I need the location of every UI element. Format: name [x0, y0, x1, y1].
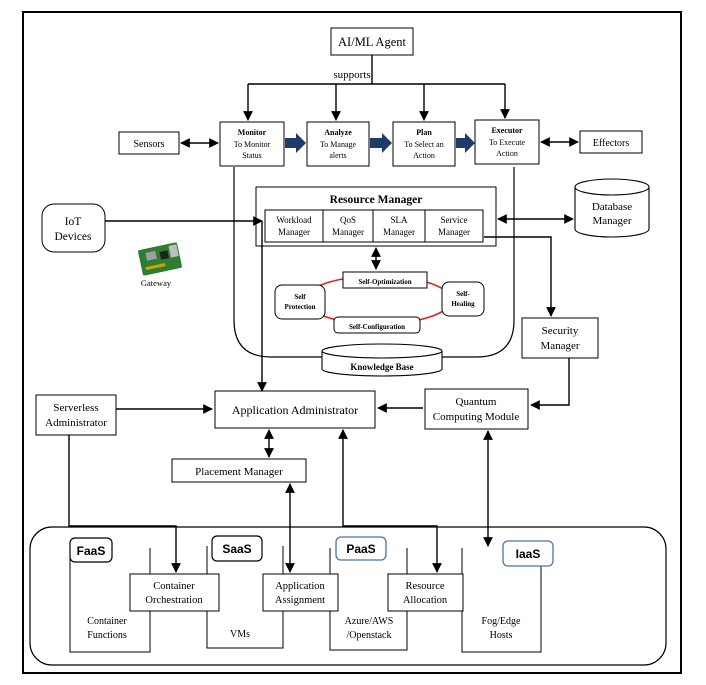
- workload-manager-line2: Manager: [278, 227, 310, 237]
- self-protection: Self Protection: [274, 284, 326, 320]
- database-line2: Manager: [592, 215, 631, 227]
- container-orchestration: Container Orchestration: [129, 573, 220, 612]
- ai-ml-agent-label: AI/ML Agent: [338, 35, 406, 49]
- resource-allocation: Resource Allocation: [387, 573, 464, 612]
- serverless-administrator: Serverless Administrator: [35, 394, 117, 436]
- container-orch-line2: Orchestration: [145, 595, 203, 606]
- container-orch-line1: Container: [153, 581, 195, 592]
- saas-panel: SaaS VMs: [206, 535, 284, 649]
- flow-arrow-analyze-plan: [370, 133, 392, 153]
- self-healing-line2: Healing: [451, 300, 475, 308]
- sensors-label: Sensors: [133, 139, 164, 150]
- security-line1: Security: [542, 325, 579, 337]
- resource-alloc-line2: Allocation: [403, 595, 448, 606]
- application-assignment: Application Assignment: [262, 573, 339, 612]
- flow-arrow-monitor-analyze: [285, 133, 306, 153]
- plan-title: Plan: [416, 128, 432, 137]
- executor-box: Executor To Execute Action: [474, 119, 540, 165]
- workload-manager-line1: Workload: [276, 215, 312, 225]
- monitor-box: Monitor To Monitor Status: [219, 121, 285, 167]
- qos-manager-line1: QoS: [340, 215, 356, 225]
- security-line2: Manager: [540, 340, 579, 352]
- quantum-computing-module: Quantum Computing Module: [424, 388, 529, 430]
- iaas-line2: Hosts: [490, 630, 513, 641]
- effectors-box: Effectors: [579, 130, 643, 154]
- serverless-line2: Administrator: [45, 417, 107, 429]
- service-manager-line2: Manager: [438, 227, 470, 237]
- executor-line2: Action: [496, 149, 518, 158]
- supports-label: supports: [333, 69, 370, 81]
- monitor-line2: Status: [242, 151, 262, 160]
- sla-manager-line2: Manager: [383, 227, 415, 237]
- security-manager: Security Manager: [521, 317, 599, 359]
- knowledge-base: Knowledge Base: [321, 343, 443, 377]
- faas-line1: Container: [87, 616, 127, 627]
- self-protection-line2: Protection: [285, 303, 316, 311]
- monitor-title: Monitor: [238, 128, 267, 137]
- ai-ml-agent: AI/ML Agent: [330, 27, 414, 56]
- resource-manager: Resource Manager Workload Manager QoS Ma…: [255, 186, 497, 247]
- resource-alloc-line1: Resource: [405, 581, 444, 592]
- self-optimization-label: Self-Optimization: [358, 278, 411, 286]
- database-manager: Database Manager: [574, 178, 650, 238]
- iot-line1: IoT: [65, 216, 82, 228]
- outer-frame: [22, 11, 682, 674]
- iot-devices: IoT Devices: [41, 203, 106, 253]
- quantum-line1: Quantum: [456, 396, 497, 408]
- plan-line2: Action: [413, 151, 435, 160]
- paas-tab: PaaS: [346, 542, 375, 556]
- executor-line1: To Execute: [489, 138, 526, 147]
- app-assign-line2: Assignment: [275, 595, 325, 606]
- executor-title: Executor: [491, 126, 523, 135]
- gateway-label: Gateway: [141, 278, 172, 288]
- analyze-line2: alerts: [329, 151, 346, 160]
- placement-label: Placement Manager: [195, 466, 283, 478]
- quantum-line2: Computing Module: [433, 411, 520, 423]
- iot-line2: Devices: [54, 231, 92, 243]
- placement-manager: Placement Manager: [171, 458, 307, 483]
- sensors-box: Sensors: [118, 131, 180, 155]
- paas-line2: /Openstack: [347, 630, 392, 641]
- resource-manager-title: Resource Manager: [330, 194, 423, 206]
- plan-line1: To Select an: [404, 140, 443, 149]
- knowledge-base-label: Knowledge Base: [350, 362, 413, 372]
- sla-manager-line1: SLA: [390, 215, 408, 225]
- analyze-box: Analyze To Manage alerts: [306, 121, 370, 167]
- service-manager-line1: Service: [441, 215, 468, 225]
- self-configuration-label: Self-Configuration: [349, 323, 405, 331]
- effectors-label: Effectors: [593, 138, 630, 149]
- app-admin-label: Application Administrator: [232, 403, 358, 417]
- self-optimization: Self-Optimization: [342, 271, 428, 289]
- app-assign-line1: Application: [275, 581, 325, 592]
- iaas-line1: Fog/Edge: [482, 616, 521, 627]
- saas-tab: SaaS: [222, 542, 251, 556]
- self-protection-line1: Self: [294, 293, 306, 301]
- qos-manager-line2: Manager: [332, 227, 364, 237]
- iaas-panel: IaaS Fog/Edge Hosts: [461, 540, 554, 653]
- database-line1: Database: [592, 201, 632, 213]
- faas-tab: FaaS: [77, 544, 106, 558]
- self-configuration: Self-Configuration: [333, 316, 421, 334]
- paas-line1: Azure/AWS: [345, 616, 394, 627]
- analyze-line1: To Manage: [320, 140, 357, 149]
- serverless-line1: Serverless: [53, 402, 98, 414]
- gateway-board-icon: [138, 242, 182, 276]
- flow-arrow-plan-executor: [456, 133, 475, 153]
- self-healing-line1: Self-: [456, 290, 470, 298]
- analyze-title: Analyze: [324, 128, 352, 137]
- plan-box: Plan To Select an Action: [392, 121, 456, 167]
- iaas-tab: IaaS: [516, 547, 541, 561]
- monitor-line1: To Monitor: [234, 140, 271, 149]
- self-healing: Self- Healing: [441, 281, 485, 317]
- application-administrator: Application Administrator: [214, 390, 376, 429]
- faas-line2: Functions: [87, 630, 127, 641]
- saas-line1: VMs: [230, 629, 250, 640]
